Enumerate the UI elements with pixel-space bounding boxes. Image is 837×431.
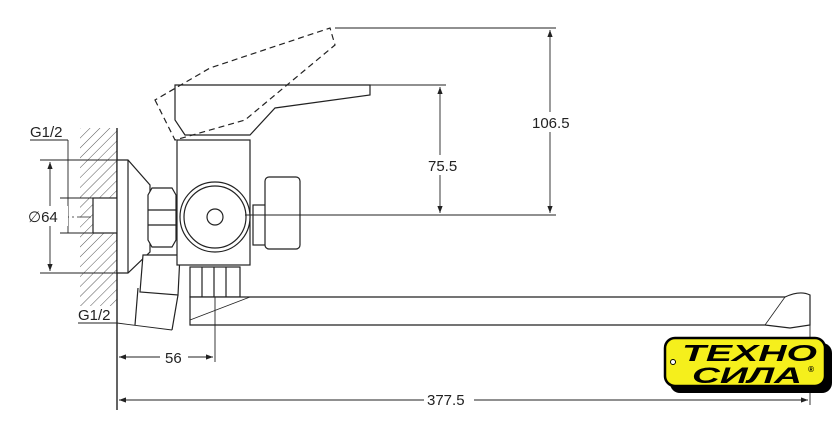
dim-thread-top: G1/2 [30,124,63,141]
hex-nut [147,187,177,248]
spout [189,292,811,329]
dim-spout-length: 377.5 [427,392,465,409]
wall-stub [92,197,118,234]
svg-text:СИЛА: СИЛА [692,363,802,388]
lever-handle [174,84,371,136]
diverter-knob [179,181,251,253]
dim-thread-bottom: G1/2 [78,307,111,324]
spout-nut [189,266,241,298]
dim-offset: 56 [165,350,182,367]
svg-text:ТЕХНО: ТЕХНО [682,340,817,366]
technosila-logo: ТЕХНО СИЛА ® [663,336,832,393]
svg-text:®: ® [808,365,814,374]
dim-height-max: 106.5 [532,115,570,132]
lever-handle-raised [154,27,336,141]
dim-diameter: ∅64 [28,209,58,226]
dim-height-handle: 75.5 [428,158,457,175]
side-knob [264,176,301,250]
